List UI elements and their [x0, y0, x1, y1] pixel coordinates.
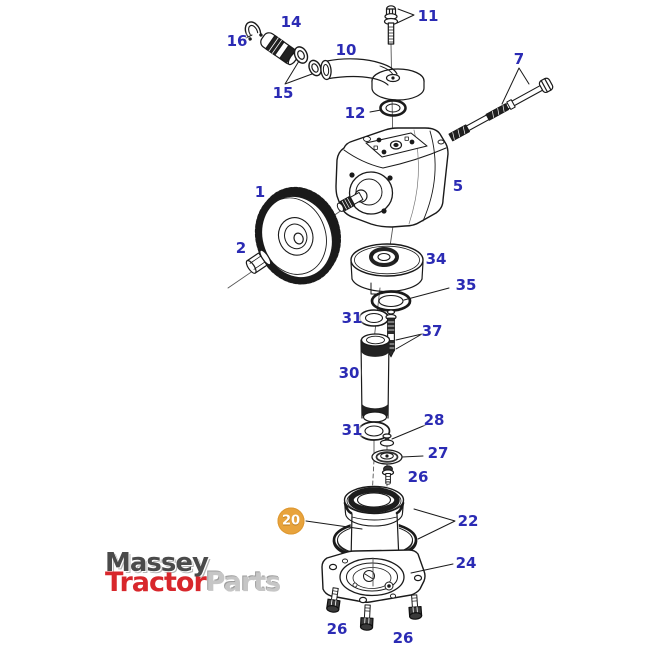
part-label-7[interactable]: 7 [513, 50, 525, 68]
part-label-16[interactable]: 16 [226, 32, 248, 50]
washer-31-lower [357, 421, 391, 441]
tube-30 [360, 333, 391, 423]
end-cap-34 [350, 243, 424, 295]
o-ring-35 [370, 290, 412, 312]
part-label-31-lower[interactable]: 31 [341, 421, 363, 439]
part-label-22[interactable]: 22 [457, 512, 479, 530]
o-ring-12 [379, 99, 407, 117]
washer-31-upper [358, 309, 390, 327]
part-label-35[interactable]: 35 [455, 276, 477, 294]
part-label-30[interactable]: 30 [338, 364, 360, 382]
bolt-26-center [359, 604, 374, 631]
part-label-12[interactable]: 12 [344, 104, 366, 122]
bolt-26-right [408, 594, 423, 620]
part-label-24[interactable]: 24 [455, 554, 477, 572]
part-label-11[interactable]: 11 [417, 7, 439, 25]
washer-27 [371, 449, 403, 465]
bolt-11 [383, 5, 399, 45]
part-label-31-upper[interactable]: 31 [341, 309, 363, 327]
nut-2 [245, 249, 272, 274]
snap-ring-16 [244, 21, 263, 41]
part-label-26-right[interactable]: 26 [392, 629, 414, 647]
part-label-26-left[interactable]: 26 [326, 620, 348, 638]
plug-14 [260, 32, 299, 66]
bolt-26-top [381, 465, 395, 485]
part-label-34[interactable]: 34 [425, 250, 447, 268]
part-label-27[interactable]: 27 [427, 444, 449, 462]
part-label-20-highlighted[interactable]: 20 [277, 507, 305, 535]
washers-15 [293, 46, 322, 77]
part-label-37[interactable]: 37 [421, 322, 443, 340]
part-label-5[interactable]: 5 [452, 177, 464, 195]
flange-24 [321, 549, 426, 604]
part-label-1[interactable]: 1 [254, 183, 266, 201]
leader-lines [245, 8, 530, 574]
stud-bolt-7 [448, 77, 554, 142]
pump-housing-5 [335, 127, 449, 228]
part-label-10[interactable]: 10 [335, 41, 357, 59]
part-label-15[interactable]: 15 [272, 84, 294, 102]
fitting-28 [379, 433, 395, 447]
part-label-26-top[interactable]: 26 [407, 468, 429, 486]
bolt-37 [385, 309, 397, 358]
bolt-26-left [326, 587, 341, 613]
part-label-28[interactable]: 28 [423, 411, 445, 429]
part-label-14[interactable]: 14 [280, 13, 302, 31]
elbow-pipe-10 [320, 58, 425, 101]
part-label-2[interactable]: 2 [235, 239, 247, 257]
